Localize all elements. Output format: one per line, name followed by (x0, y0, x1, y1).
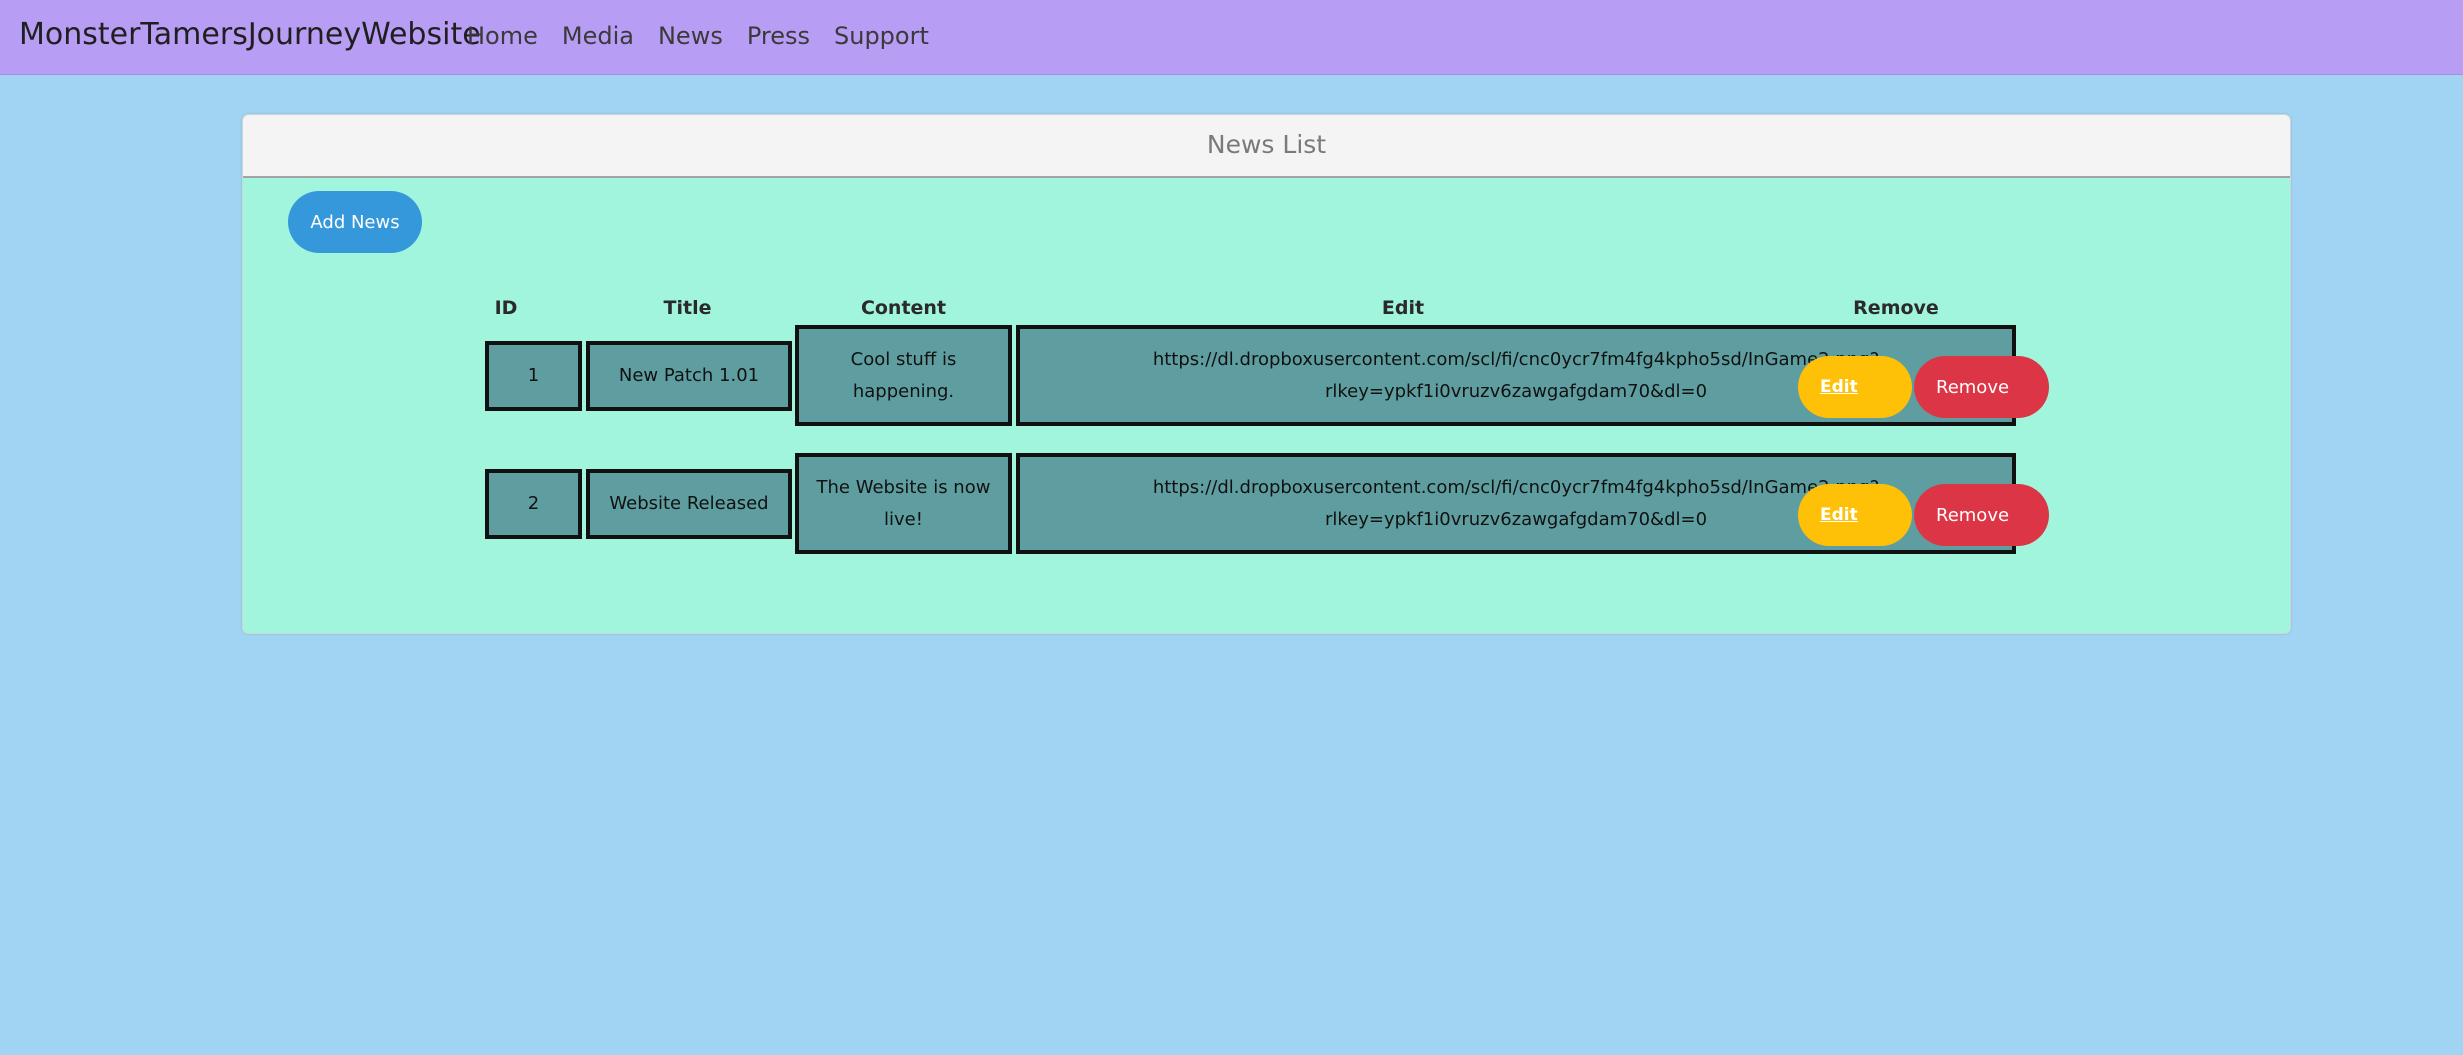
edit-button[interactable]: Edit (1798, 484, 1912, 546)
cell-id: 2 (485, 469, 582, 539)
edit-button[interactable]: Edit (1798, 356, 1912, 418)
nav-media-link[interactable]: Media (561, 22, 634, 50)
nav-support-link[interactable]: Support (834, 22, 929, 50)
cell-title: Website Released (586, 469, 792, 539)
nav-home-link[interactable]: Home (467, 22, 538, 50)
nav-news-link[interactable]: News (657, 22, 723, 50)
add-news-button[interactable]: Add News (288, 191, 422, 253)
header-id: ID (494, 297, 518, 319)
brand-link[interactable]: MonsterTamersJourneyWebsite (19, 17, 481, 52)
cell-id: 1 (485, 341, 582, 411)
cell-content: Cool stuff is happening. (795, 325, 1012, 426)
cell-title: New Patch 1.01 (586, 341, 792, 411)
remove-button[interactable]: Remove (1914, 484, 2049, 546)
header-title: Title (663, 297, 712, 319)
remove-button[interactable]: Remove (1914, 356, 2049, 418)
nav-links: Home Media News Press Support (467, 20, 953, 52)
header-content: Content (860, 297, 947, 319)
header-edit: Edit (1381, 297, 1425, 319)
header-remove: Remove (1853, 297, 1939, 319)
news-list-card: News List Add News ID Title Content Edit… (242, 114, 2291, 634)
cell-content: The Website is now live! (795, 453, 1012, 554)
top-navbar: MonsterTamersJourneyWebsite Home Media N… (0, 0, 2463, 75)
card-title: News List (243, 115, 2290, 178)
nav-press-link[interactable]: Press (746, 22, 810, 50)
